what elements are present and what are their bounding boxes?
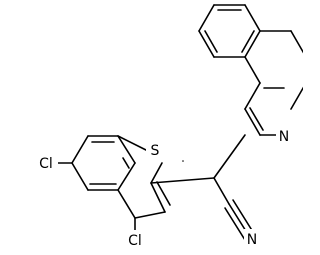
bond (244, 30, 261, 58)
label-bg (276, 126, 292, 146)
structure-diagram: S N N Cl Cl (34, 4, 303, 250)
bond (213, 177, 230, 205)
label-bg (123, 230, 147, 250)
benzothiophene-ring (55, 135, 215, 233)
chlorine-3-label: Cl (128, 233, 142, 249)
double-bond-inner (241, 30, 255, 53)
bond (213, 134, 246, 179)
bond (198, 4, 215, 32)
bond (71, 162, 89, 191)
bond (117, 162, 136, 191)
nitrile-nitrogen-label: N (247, 232, 257, 248)
atom-labels: S N N Cl Cl (34, 126, 292, 250)
bond (290, 30, 303, 54)
bond (244, 82, 261, 110)
bond (150, 162, 163, 184)
label-bg (244, 229, 260, 249)
structure-canvas: S N N Cl Cl (34, 4, 303, 250)
bond (198, 30, 215, 58)
bond (150, 177, 215, 184)
nitrile-group (213, 134, 254, 241)
bond (117, 135, 147, 151)
label-bg (34, 153, 58, 173)
label-bg (146, 140, 164, 160)
isoquinoline-nitrogen-label: N (279, 129, 289, 145)
double-bond-inner (249, 107, 264, 131)
bond (134, 211, 166, 219)
triple-bond (224, 207, 246, 241)
bond (150, 182, 166, 213)
bond (290, 86, 303, 110)
bond (244, 4, 261, 32)
sulfur-atom-label: S (151, 143, 160, 159)
double-bond-inner (122, 157, 130, 169)
bond (71, 135, 89, 164)
bond (244, 108, 261, 136)
chlorine-6-label: Cl (39, 156, 53, 172)
double-bond-inner (204, 30, 218, 53)
bond (117, 189, 136, 219)
triple-bond (232, 199, 254, 233)
isoquinoline-ring (198, 4, 303, 136)
bond (117, 135, 136, 164)
bond (244, 56, 261, 84)
double-bond-inner (156, 181, 171, 206)
